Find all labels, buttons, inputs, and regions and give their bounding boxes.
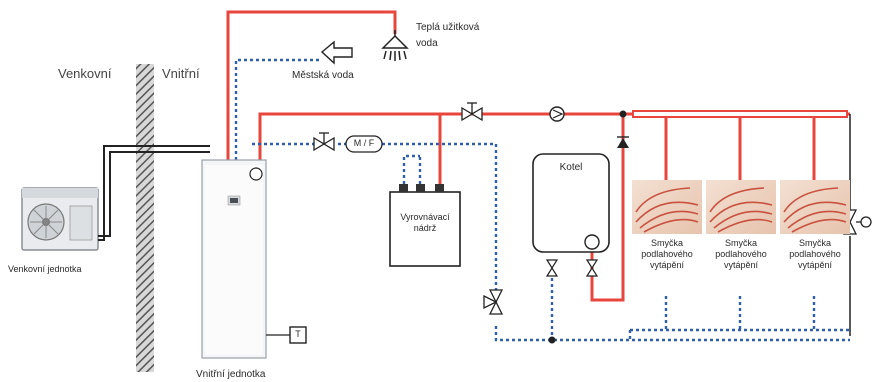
- valve-icon: [484, 290, 502, 314]
- floor-loop-3: [780, 180, 850, 234]
- indoor-zone-label: Vnitřní: [162, 66, 200, 81]
- wall: [136, 64, 154, 372]
- check-valve-icon: [617, 137, 629, 148]
- city-water-label: Městská voda: [292, 70, 354, 81]
- loop-label-1: Smyčka podlahového vytápění: [632, 238, 702, 271]
- pump-icon: [585, 235, 599, 249]
- arrow-left-icon: [322, 42, 352, 63]
- loop-label-2: Smyčka podlahového vytápění: [706, 238, 776, 271]
- outdoor-unit-label: Venkovní jednotka: [8, 264, 82, 274]
- boiler-label: Kotel: [540, 162, 602, 173]
- junction-dot: [620, 111, 627, 118]
- buffer-tank-label: Vyrovnávací nádrž: [392, 212, 458, 234]
- loop-label-3: Smyčka podlahového vytápění: [780, 238, 850, 271]
- outdoor-unit: [22, 188, 98, 250]
- shower-icon: [383, 30, 407, 61]
- supply-manifold: [633, 111, 847, 117]
- pump-icon: [250, 168, 262, 180]
- valve-icon: [547, 260, 557, 276]
- valve-icon: [314, 133, 334, 150]
- floor-loop-1: [632, 180, 702, 234]
- mf-valve-label: M / F: [348, 138, 380, 149]
- junction-dot: [549, 337, 556, 344]
- valve-icon: [462, 103, 482, 120]
- indoor-unit: [202, 160, 266, 358]
- outdoor-zone-label: Venkovní: [58, 66, 112, 81]
- pump-icon: [550, 107, 564, 121]
- hot-water-label: Teplá užitková voda: [416, 20, 479, 52]
- floor-loop-2: [706, 180, 776, 234]
- thermostat-label: T: [291, 329, 305, 340]
- valve-icon: [587, 260, 597, 276]
- indoor-unit-label: Vnitřní jednotka: [196, 369, 266, 380]
